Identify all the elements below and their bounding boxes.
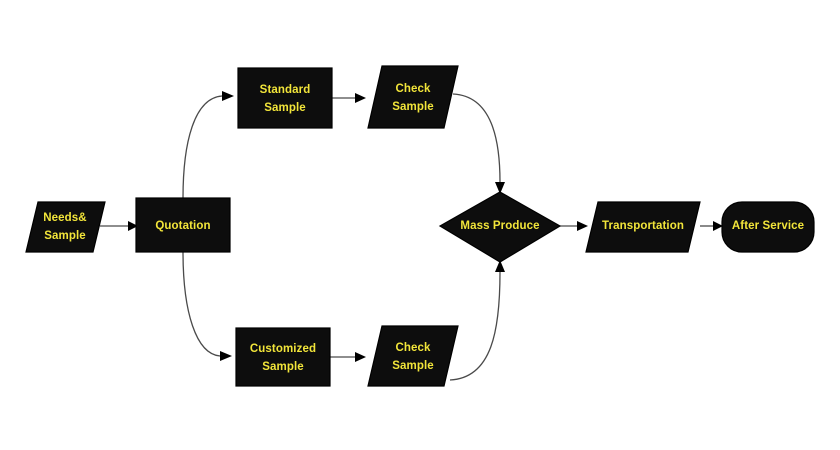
rectangle-shape [235, 327, 331, 387]
node-quotation[interactable]: Quotation [135, 197, 231, 253]
arrow-head-icon [713, 221, 723, 231]
edge-check-sample-top-to-mass-produce [452, 93, 505, 194]
node-label-line1: Mass Produce [460, 220, 539, 232]
rounded-rectangle-shape [721, 201, 815, 253]
node-label-line1: Standard [260, 84, 311, 96]
edge-line [449, 271, 501, 381]
node-label-line1: Needs& [43, 212, 86, 224]
diamond-shape [438, 191, 562, 263]
node-label-line2: Sample [264, 102, 306, 114]
arrow-head-icon [495, 182, 505, 194]
node-label-line2: Sample [392, 101, 434, 113]
node-label-line1: Check [395, 83, 431, 95]
node-transportation[interactable]: Transportation [585, 201, 701, 253]
node-label-line1: Customized [250, 343, 316, 355]
arrow-head-icon [355, 93, 366, 103]
node-customized-sample[interactable]: Customized Sample [235, 327, 331, 387]
node-needs-sample[interactable]: Needs& Sample [25, 201, 106, 253]
arrow-head-icon [495, 260, 505, 272]
node-standard-sample[interactable]: Standard Sample [237, 67, 333, 129]
node-label-line1: Check [395, 342, 431, 354]
node-label-line1: Quotation [155, 220, 210, 232]
edge-line [182, 95, 223, 199]
edge-customized-sample-to-check-sample-bottom [330, 352, 366, 362]
parallelogram-shape [585, 201, 701, 253]
edge-check-sample-bottom-to-mass-produce [449, 260, 505, 381]
parallelogram-shape [367, 325, 459, 387]
arrow-head-icon [128, 221, 138, 231]
edge-needs-sample-to-quotation [100, 221, 138, 231]
arrow-head-icon [577, 221, 588, 231]
parallelogram-shape [367, 65, 459, 129]
arrow-head-icon [355, 352, 366, 362]
edge-mass-produce-to-transportation [560, 221, 588, 231]
rectangle-shape [135, 197, 231, 253]
node-label-line2: Sample [392, 360, 434, 372]
node-check-sample-bottom[interactable]: Check Sample [367, 325, 459, 387]
edge-quotation-to-customized-sample [182, 251, 232, 361]
arrow-head-icon [222, 91, 234, 101]
edge-transportation-to-after-service [700, 221, 723, 231]
node-label-line1: Transportation [602, 220, 684, 232]
parallelogram-shape [25, 201, 106, 253]
edge-quotation-to-standard-sample [182, 91, 234, 199]
node-label-line2: Sample [44, 230, 86, 242]
node-check-sample-top[interactable]: Check Sample [367, 65, 459, 129]
rectangle-shape [237, 67, 333, 129]
edge-line [452, 93, 501, 183]
node-label-line2: Sample [262, 361, 304, 373]
arrow-head-icon [220, 351, 232, 361]
edge-line [182, 251, 221, 357]
node-mass-produce[interactable]: Mass Produce [438, 191, 562, 263]
edge-standard-sample-to-check-sample-top [332, 93, 366, 103]
node-label-line1: After Service [732, 220, 804, 232]
node-after-service[interactable]: After Service [721, 201, 815, 253]
